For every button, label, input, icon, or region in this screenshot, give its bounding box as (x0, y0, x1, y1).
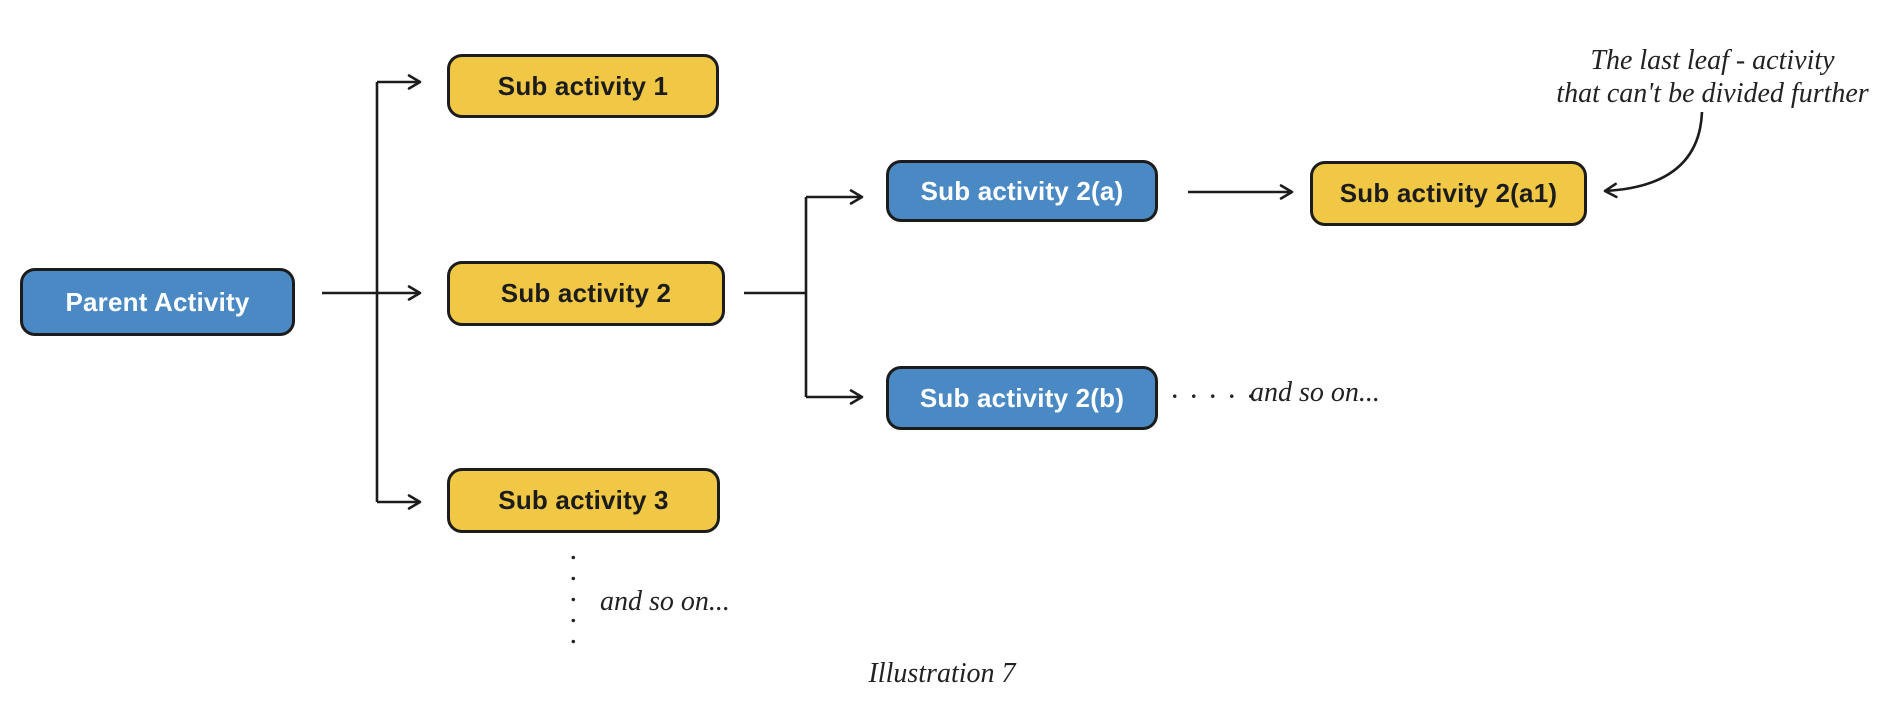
node-sub-activity-2: Sub activity 2 (447, 261, 725, 326)
leaf-annotation-line1: The last leaf - activity (1590, 45, 1835, 76)
node-sub-activity-2-label: Sub activity 2 (500, 278, 672, 308)
node-sub-activity-1-label: Sub activity 1 (497, 70, 669, 101)
node-sub-activity-2b-label: Sub activity 2(b) (919, 382, 1125, 413)
node-sub-activity-3-label: Sub activity 3 (498, 485, 669, 515)
node-sub-activity-2b: Sub activity 2(b) (886, 366, 1158, 430)
node-parent-activity: Parent Activity (20, 268, 295, 336)
node-sub-activity-2a1-label: Sub activity 2(a1) (1339, 178, 1558, 208)
ellipsis-below-sub3: . . . . . (566, 554, 591, 650)
leaf-annotation-line2: that can't be divided further (1556, 78, 1869, 109)
node-sub-activity-1: Sub activity 1 (447, 54, 719, 118)
node-sub-activity-2a: Sub activity 2(a) (886, 160, 1158, 222)
node-parent-activity-label: Parent Activity (65, 286, 250, 317)
and-so-on-after-sub2b: and so on... (1250, 377, 1380, 408)
node-sub-activity-3: Sub activity 3 (447, 468, 720, 533)
ellipsis-after-sub2b: . . . . . (1172, 378, 1258, 403)
node-sub-activity-2a-label: Sub activity 2(a) (920, 175, 1124, 206)
node-sub-activity-2a1: Sub activity 2(a1) (1310, 161, 1587, 226)
leaf-annotation: The last leaf - activity that can't be d… (1515, 44, 1900, 110)
annotation-curved-arrow (1603, 111, 1704, 199)
illustration-caption: Illustration 7 (868, 658, 1016, 689)
and-so-on-below-sub3: and so on... (600, 586, 730, 617)
